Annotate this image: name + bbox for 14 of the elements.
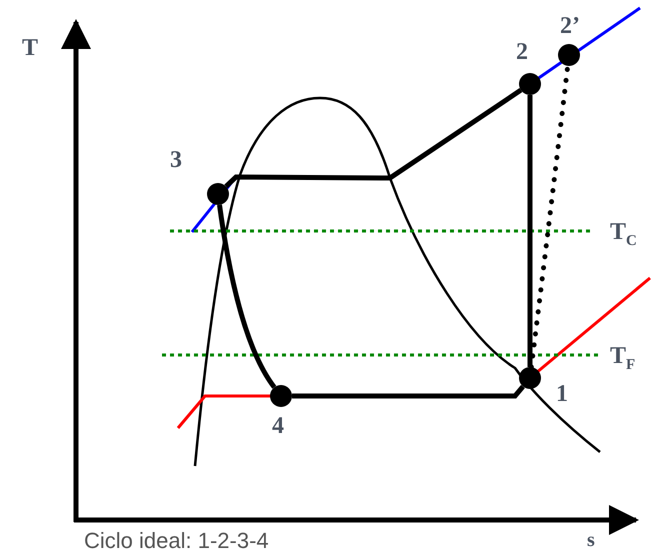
point-label: 2 (516, 40, 528, 64)
caption: Ciclo ideal: 1-2-3-4 (84, 528, 269, 554)
cycle-line (224, 88, 522, 188)
axis-label: T (22, 36, 38, 60)
cycle-line (292, 384, 525, 398)
axis-label: s (587, 530, 595, 550)
point-label: 4 (272, 414, 284, 438)
temperature-label: T$_{F}$ (610, 344, 636, 373)
point-label: 2’ (560, 14, 580, 38)
cycle-line (217, 204, 276, 389)
point-label: 1 (556, 382, 568, 406)
temperature-label: T$_{C}$ (610, 220, 637, 249)
point-label: 3 (170, 148, 182, 172)
cycle-line (528, 95, 532, 367)
